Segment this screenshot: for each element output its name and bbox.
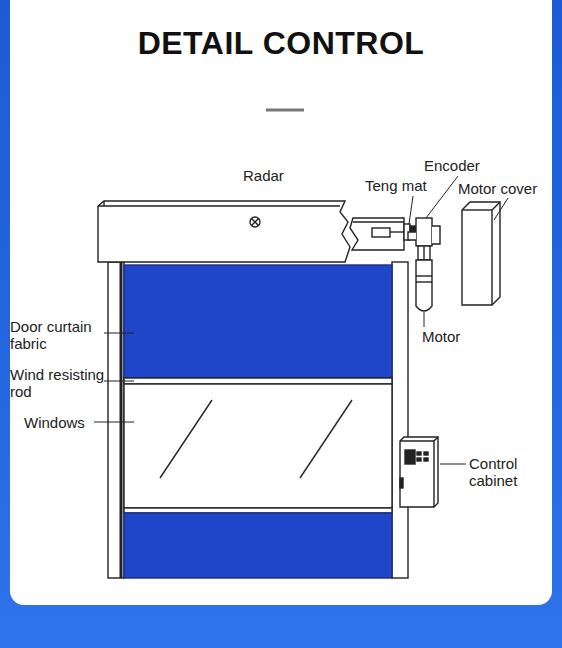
part-label: Windows [24, 414, 104, 431]
part-label: Wind resisting rod [10, 366, 114, 400]
radar-symbol [250, 217, 260, 227]
part-label: Motor [422, 328, 482, 345]
title-rule [266, 109, 304, 112]
wind-rod [124, 378, 392, 384]
motor [404, 218, 440, 311]
curtain-fabric [124, 265, 392, 378]
part-label: Radar [243, 167, 293, 184]
part-label: Control cabinet [469, 455, 539, 489]
window-panel [124, 384, 392, 508]
header-box [98, 201, 350, 262]
part-label: Encoder [424, 157, 494, 174]
part-label: Motor cover [458, 180, 553, 197]
right-post [392, 262, 408, 578]
part-label: Teng mat [365, 177, 445, 194]
motor-cover [462, 202, 500, 305]
left-post [108, 262, 124, 578]
page-title: DETAIL CONTROL [0, 24, 562, 62]
leader-lines [94, 176, 508, 464]
control-cabinet [400, 437, 438, 507]
part-label: Door curtain fabric [10, 318, 106, 352]
curtain-fabric-lower [124, 513, 392, 578]
